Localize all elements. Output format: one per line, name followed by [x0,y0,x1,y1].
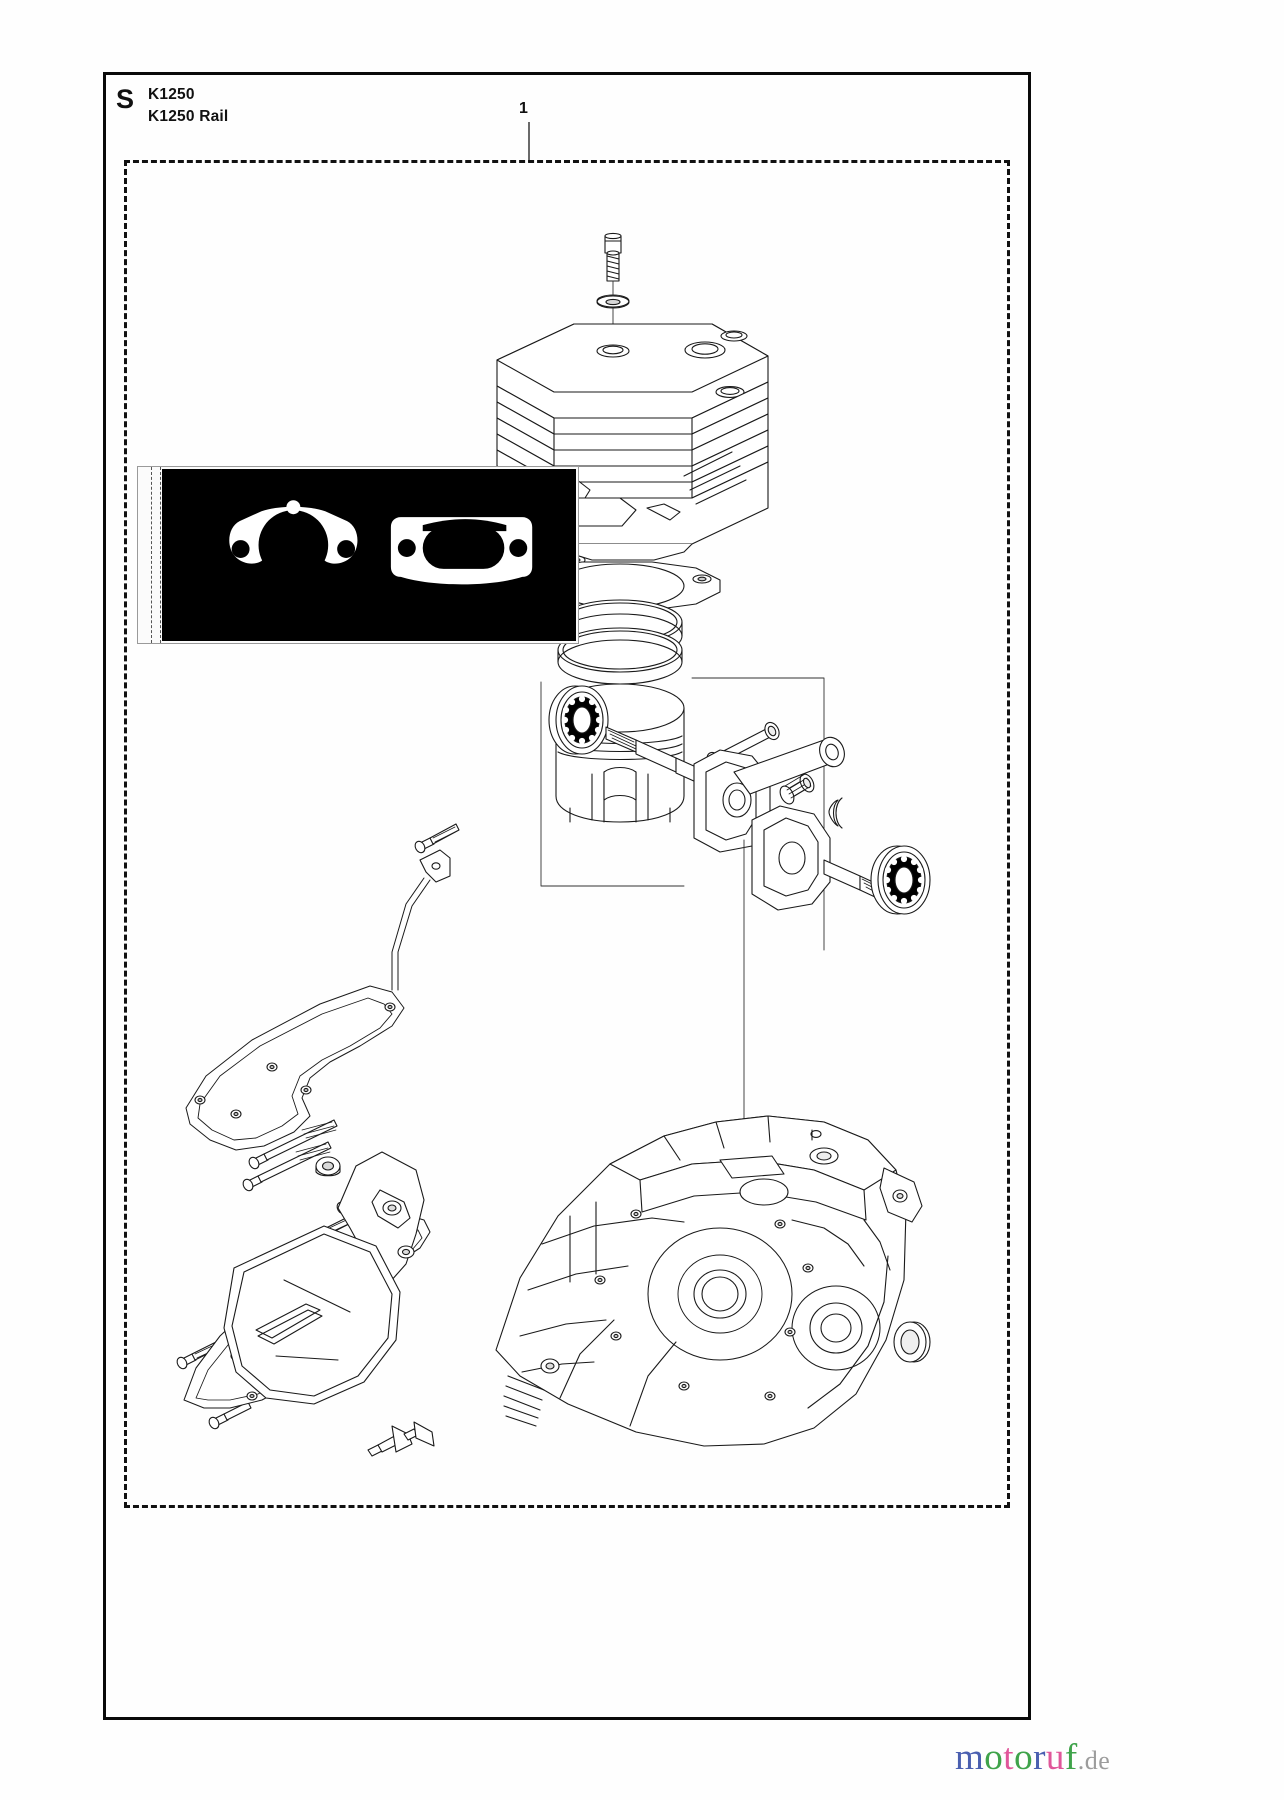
brand-letter-6: u [1045,1737,1065,1778]
model-name-primary: K1250 [148,86,195,103]
carburetor-gasket-bolt-holes [231,540,356,558]
brand-logo: motoruf.de [955,1736,1110,1779]
brand-letter-5: r [1033,1737,1046,1778]
callout-leader-line [528,122,530,162]
film-perforation-edge [151,467,161,643]
brand-letter-3: t [1003,1737,1015,1778]
brand-tld: .de [1077,1746,1111,1775]
muffler-gasket-bolt-holes [397,539,528,557]
inset-black-background [162,469,576,641]
muffler-gasket-center-slot [422,519,507,569]
model-name-secondary: K1250 Rail [148,108,229,126]
carburetor-gasket-top-tab [286,500,301,515]
model-list: K1250 K1250 Rail [148,84,228,129]
brand-letter-1: m [955,1737,985,1778]
header: S K1250 K1250 Rail [116,84,228,129]
section-letter: S [116,84,135,114]
brand-letter-4: o [1014,1737,1034,1778]
gasket-photo-inset [137,466,579,644]
brand-letter-7: f [1064,1737,1078,1778]
callout-number: 1 [519,100,528,117]
brand-letter-2: o [984,1737,1004,1778]
carburetor-gasket-center-hole [258,510,329,580]
dashed-group-region [124,160,1010,1508]
